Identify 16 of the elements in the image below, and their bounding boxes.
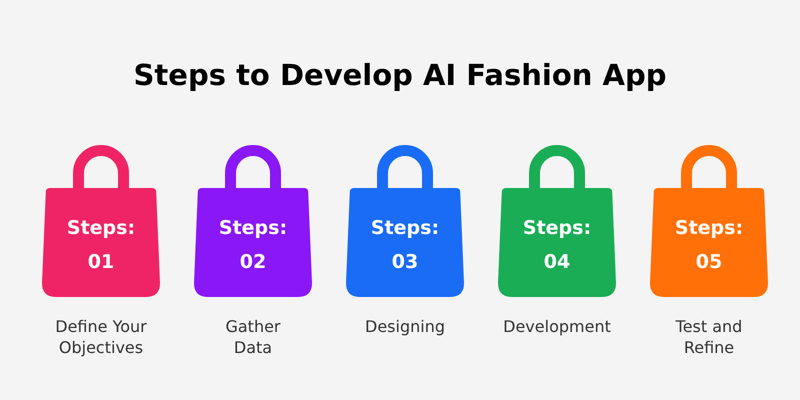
shopping-bag xyxy=(498,145,616,297)
step-caption: Test and Refine xyxy=(674,316,744,358)
step-number: Steps: 05 xyxy=(674,216,744,275)
step-caption: Development xyxy=(503,316,611,337)
shopping-bag xyxy=(650,145,768,297)
step-number: Steps: 02 xyxy=(218,216,288,275)
shopping-bag xyxy=(194,145,312,297)
step-caption: Define Your Objectives xyxy=(54,316,148,358)
step-number: Steps: 01 xyxy=(66,216,136,275)
step-number: Steps: 04 xyxy=(522,216,592,275)
title: Steps to Develop AI Fashion App xyxy=(134,57,666,94)
step-caption: Designing xyxy=(365,316,445,337)
shopping-bag xyxy=(42,145,160,297)
shopping-bag xyxy=(346,145,464,297)
step-number: Steps: 03 xyxy=(370,216,440,275)
step-caption: Gather Data xyxy=(224,316,282,358)
